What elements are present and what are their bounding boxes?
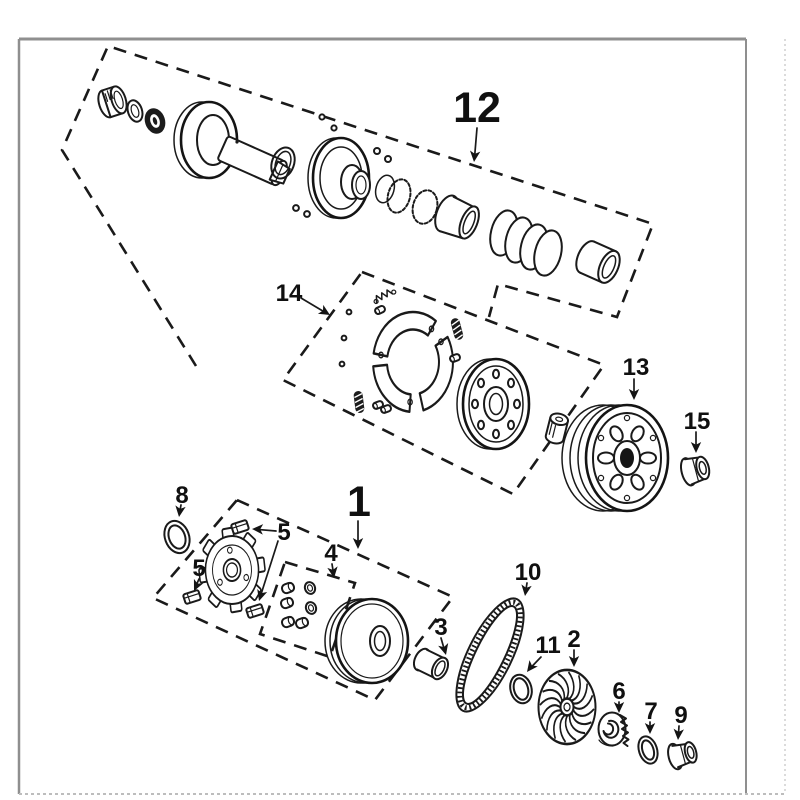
part-label-12: 12 [453,84,501,132]
o-ring [270,146,296,180]
page-frame [17,37,786,795]
part-label-2: 2 [567,626,580,653]
part-label-8: 8 [175,482,188,509]
part-label-13: 13 [623,354,650,381]
oil-seal [144,108,166,134]
spacer-bushing-3 [412,647,450,681]
roller-ring-2 [304,601,318,615]
drive-belt [455,597,525,713]
roller-weights [278,580,318,631]
part-label-14: 14 [276,280,303,307]
part-label-9: 9 [674,702,687,729]
washer-7 [637,735,659,765]
flange-nut-9 [667,741,698,771]
clutch-drum [561,403,670,513]
ramp-plate [198,526,266,614]
clutch-shoe-left [372,363,412,413]
guide-slider-left [181,588,203,606]
guide-slider-top [229,518,251,536]
clutch-carrier-plate [456,357,531,451]
tolerance-ring-1 [386,178,412,214]
seal-ring-8 [163,519,191,555]
part-label-3: 3 [434,614,447,641]
part-label-6: 6 [612,678,625,705]
compression-spring [489,209,563,277]
movable-driven-face [307,136,371,220]
small-screws-and-balls [292,113,392,218]
snap-ring [374,174,396,204]
group-12-outline [60,44,655,367]
part-label-10: 10 [515,559,542,586]
clutch-shoes [372,310,454,413]
damper-pin-1 [373,303,387,317]
group-1-outline [150,498,456,702]
part-label-5-left: 5 [192,555,205,582]
part-label-4: 4 [324,540,338,567]
one-way-ratchet [597,711,630,747]
spring-seat-cup [434,194,480,241]
hex-standoff [544,412,570,445]
washer-small [126,99,144,123]
spring-collar [575,240,621,284]
fan-pulley-face [537,668,597,746]
fixed-drive-face [324,597,410,685]
callout-leaders [173,127,702,741]
part-label-5-right: 5 [277,519,290,546]
shoe-spring-bottom [352,389,366,415]
shoe-spring-right [449,316,465,342]
part-label-11: 11 [535,632,560,659]
clutch-shoe-right [418,335,454,412]
part-label-1: 1 [347,478,371,526]
bearing-nut [97,85,128,119]
spacer-ring-11 [509,673,533,705]
drum-flange-nut [679,455,711,487]
pivot-pins [338,308,353,368]
roller-ring-1 [303,581,317,595]
part-label-15: 15 [684,408,711,435]
part-label-7: 7 [644,698,657,725]
guide-slider-bottom [244,602,266,620]
shoe-spring-top [373,289,397,305]
clutch-shoe-top [372,310,437,358]
rear-pulley-flange-and-shaft [173,100,291,187]
group-4-outline [258,560,357,659]
